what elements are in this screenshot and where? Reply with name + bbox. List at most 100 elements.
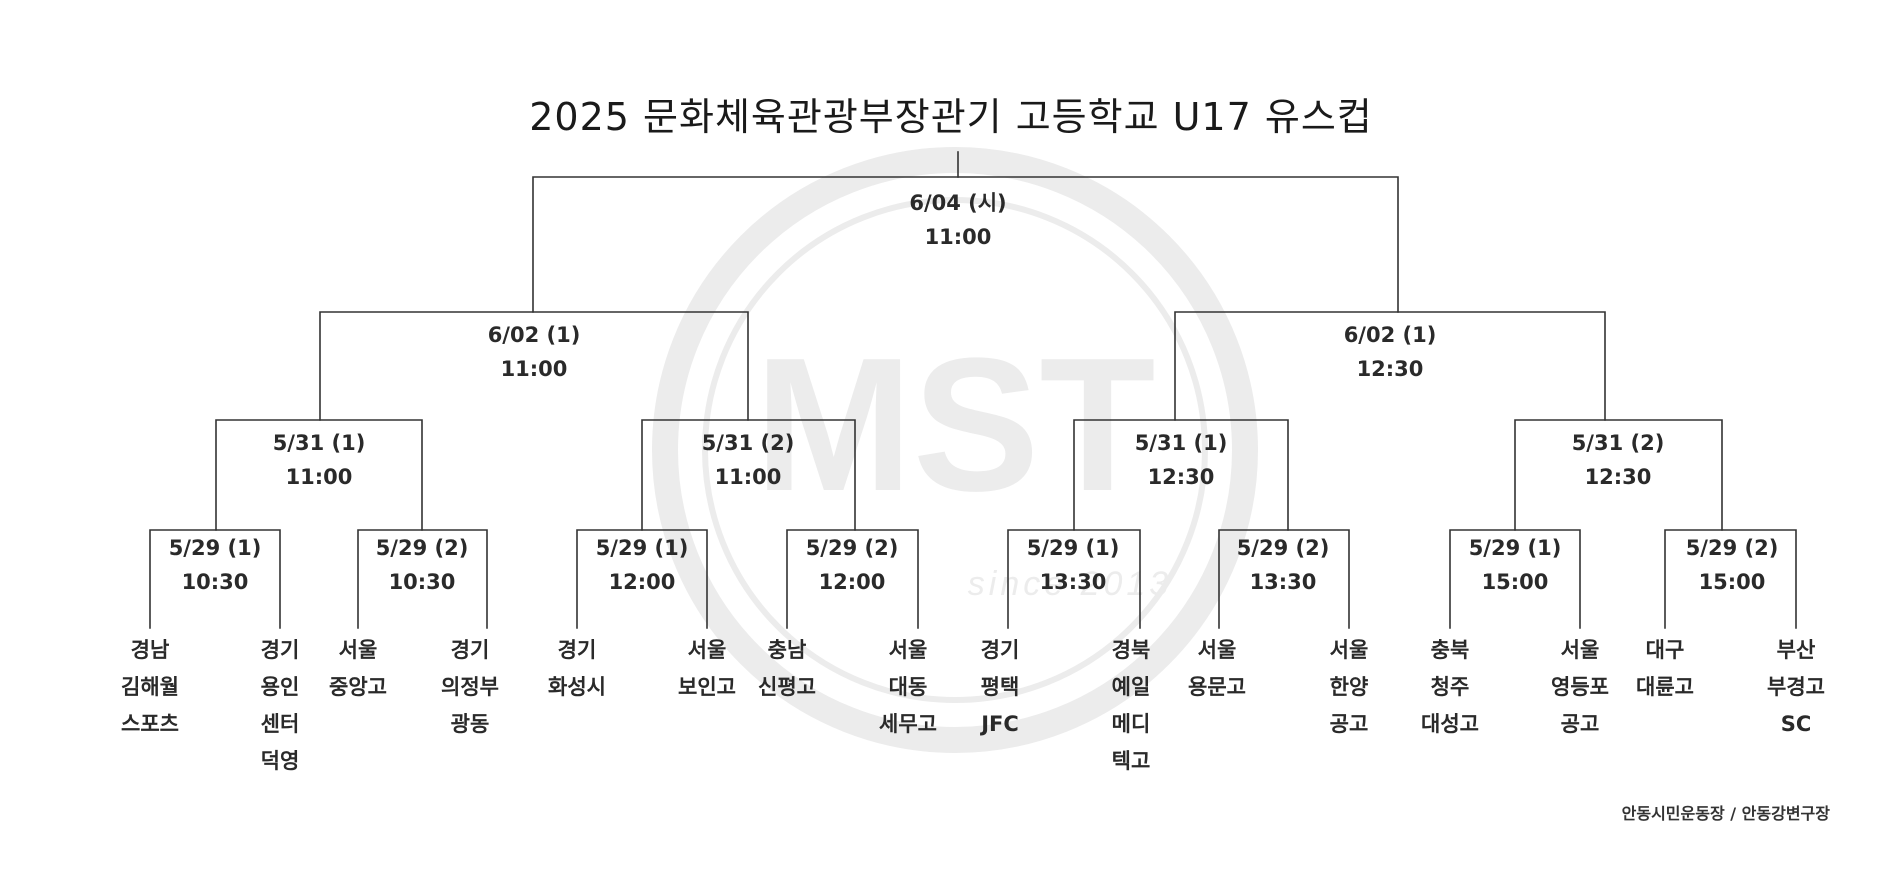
team-entry: 서울 영등포 공고	[1525, 632, 1635, 743]
team-name-line: 의정부	[441, 675, 499, 699]
round16-match: 5/29 (1) 15:00	[1430, 531, 1600, 599]
team-region: 서울	[687, 638, 727, 662]
match-date: 5/29 (2)	[805, 536, 899, 560]
round16-match: 5/29 (2) 12:00	[767, 531, 937, 599]
venue-caption: 안동시민운동장 / 안동강변구장	[1621, 804, 1830, 823]
team-region: 부산	[1776, 638, 1816, 662]
team-region: 경남	[130, 638, 170, 662]
match-date: 5/29 (2)	[375, 536, 469, 560]
match-date: 5/31 (1)	[1134, 431, 1228, 455]
team-name-line: JFC	[981, 712, 1019, 736]
quarterfinal-match: 5/31 (2) 12:30	[1533, 426, 1703, 494]
team-name-line: 보인고	[678, 675, 736, 699]
match-date: 5/29 (2)	[1236, 536, 1330, 560]
team-name-line: 김해월	[121, 675, 179, 699]
team-entry: 서울 중앙고	[303, 632, 413, 706]
team-name-line: 대성고	[1421, 712, 1479, 736]
team-name-line: 부경고	[1767, 675, 1825, 699]
round16-match: 5/29 (2) 15:00	[1647, 531, 1817, 599]
match-date: 5/29 (2)	[1685, 536, 1779, 560]
team-name-line: SC	[1780, 712, 1812, 736]
match-time: 12:30	[1584, 465, 1652, 489]
team-entry: 경북 예일 메디 텍고	[1076, 632, 1186, 780]
team-entry: 경기 화성시	[522, 632, 632, 706]
match-time: 13:30	[1249, 570, 1317, 594]
team-name-line: 영등포	[1551, 675, 1609, 699]
team-name-line: 신평고	[758, 675, 816, 699]
team-region: 경북	[1111, 638, 1151, 662]
team-region: 서울	[1329, 638, 1369, 662]
quarterfinal-match: 5/31 (1) 11:00	[234, 426, 404, 494]
team-name-line: 화성시	[548, 675, 606, 699]
team-name-line: 대동	[888, 675, 928, 699]
team-entry: 충남 신평고	[732, 632, 842, 706]
team-entry: 경기 평택 JFC	[945, 632, 1055, 743]
team-name-line: 대륜고	[1636, 675, 1694, 699]
match-date: 5/29 (1)	[168, 536, 262, 560]
match-time: 12:00	[818, 570, 886, 594]
match-date: 5/31 (1)	[272, 431, 366, 455]
match-date: 6/04 (시)	[909, 191, 1007, 215]
team-name-line: 공고	[1329, 712, 1369, 736]
team-name-line: 덕영	[260, 749, 300, 773]
match-date: 5/29 (1)	[1468, 536, 1562, 560]
final-match: 6/04 (시) 11:00	[873, 186, 1043, 254]
team-entry: 충북 청주 대성고	[1395, 632, 1505, 743]
team-entry: 경남 김해월 스포츠	[95, 632, 205, 743]
team-region: 서울	[888, 638, 928, 662]
team-name-line: 한양	[1329, 675, 1369, 699]
match-date: 5/29 (1)	[595, 536, 689, 560]
match-date: 6/02 (1)	[1343, 323, 1437, 347]
round16-match: 5/29 (1) 12:00	[557, 531, 727, 599]
match-time: 10:30	[181, 570, 249, 594]
match-date: 5/31 (2)	[701, 431, 795, 455]
team-region: 경기	[980, 638, 1020, 662]
tournament-title: 2025 문화체육관광부장관기 고등학교 U17 유스컵	[529, 95, 1373, 139]
match-time: 10:30	[388, 570, 456, 594]
match-date: 5/29 (1)	[1026, 536, 1120, 560]
match-time: 13:30	[1039, 570, 1107, 594]
team-entry: 대구 대륜고	[1610, 632, 1720, 706]
team-region: 대구	[1645, 638, 1685, 662]
team-name-line: 공고	[1560, 712, 1600, 736]
team-name-line: 예일	[1111, 675, 1151, 699]
semifinal-match: 6/02 (1) 11:00	[449, 318, 619, 386]
team-entry: 경기 의정부 광동	[415, 632, 525, 743]
team-region: 경기	[557, 638, 597, 662]
match-time: 11:00	[500, 357, 568, 381]
round16-match: 5/29 (1) 13:30	[988, 531, 1158, 599]
match-time: 11:00	[714, 465, 782, 489]
team-name-line: 센터	[260, 712, 300, 736]
team-region: 서울	[1560, 638, 1600, 662]
match-time: 12:30	[1356, 357, 1424, 381]
quarterfinal-match: 5/31 (1) 12:30	[1096, 426, 1266, 494]
team-name-line: 메디	[1111, 712, 1151, 736]
team-name-line: 용문고	[1188, 675, 1246, 699]
team-name-line: 스포츠	[121, 712, 179, 736]
match-time: 12:30	[1147, 465, 1215, 489]
team-region: 충북	[1430, 638, 1470, 662]
quarterfinal-match: 5/31 (2) 11:00	[663, 426, 833, 494]
team-name-line: 청주	[1430, 675, 1470, 699]
match-time: 11:00	[924, 225, 992, 249]
round16-match: 5/29 (1) 10:30	[130, 531, 300, 599]
match-time: 11:00	[285, 465, 353, 489]
round16-match: 5/29 (2) 10:30	[337, 531, 507, 599]
team-name-line: 세무고	[879, 712, 937, 736]
team-name-line: 용인	[260, 675, 300, 699]
team-name-line: 중앙고	[329, 675, 387, 699]
team-name-line: 광동	[450, 712, 490, 736]
match-time: 15:00	[1481, 570, 1549, 594]
team-region: 충남	[767, 638, 807, 662]
team-entry: 부산 부경고 SC	[1741, 632, 1851, 743]
team-entry: 서울 한양 공고	[1294, 632, 1404, 743]
svg-text:since 2013: since 2013	[968, 565, 1172, 603]
team-name-line: 텍고	[1111, 749, 1151, 773]
team-entry: 경기 용인 센터 덕영	[225, 632, 335, 780]
team-entry: 서울 보인고	[652, 632, 762, 706]
round16-match: 5/29 (2) 13:30	[1198, 531, 1368, 599]
semifinal-match: 6/02 (1) 12:30	[1305, 318, 1475, 386]
